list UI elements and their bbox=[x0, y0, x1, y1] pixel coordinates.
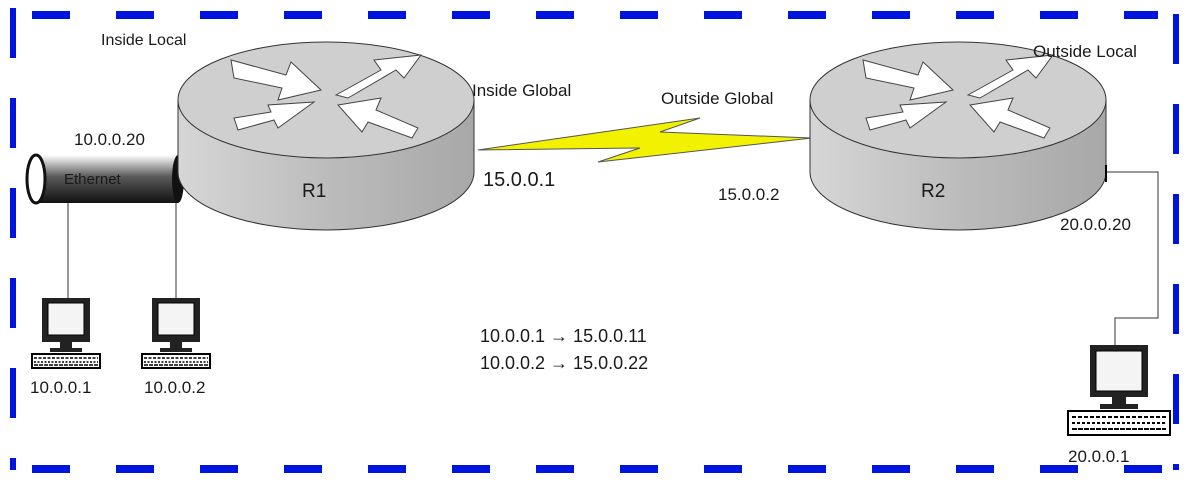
r1-serial-ip: 15.0.0.1 bbox=[483, 169, 555, 191]
pc-10-0-0-1[interactable] bbox=[31, 297, 101, 369]
pc1-ip-label: 10.0.0.1 bbox=[30, 378, 91, 397]
r2-serial-ip: 15.0.0.2 bbox=[718, 185, 779, 204]
computer-icon bbox=[141, 297, 211, 369]
ethernet-label: Ethernet bbox=[64, 171, 122, 188]
r2-label: R2 bbox=[921, 181, 945, 202]
pc-20-0-0-1[interactable] bbox=[1067, 345, 1171, 436]
router-r1[interactable]: R1 bbox=[177, 41, 475, 231]
r2-lan-ip: 20.0.0.20 bbox=[1060, 215, 1131, 234]
r1-label: R1 bbox=[302, 181, 326, 202]
ethernet-cable: Ethernet bbox=[25, 153, 184, 205]
r2-lan-line bbox=[1106, 171, 1159, 345]
nat-mapping-line: 10.0.0.1 → 15.0.0.11 bbox=[480, 326, 647, 346]
router-r2[interactable]: R2 bbox=[809, 41, 1107, 231]
outside-local-label: Outside Local bbox=[1033, 42, 1137, 61]
nat-mapping-line: 10.0.0.2 → 15.0.0.22 bbox=[480, 353, 648, 373]
inside-global-label: Inside Global bbox=[472, 81, 571, 100]
outside-global-label: Outside Global bbox=[661, 89, 773, 108]
dashed-frame bbox=[10, 8, 1179, 473]
computer-icon bbox=[31, 297, 101, 369]
r1-inside-ip: 10.0.0.20 bbox=[74, 130, 145, 149]
serial-link bbox=[477, 117, 813, 163]
pc3-ip-label: 20.0.0.1 bbox=[1068, 447, 1129, 466]
inside-local-label: Inside Local bbox=[101, 32, 186, 49]
pc-10-0-0-2[interactable] bbox=[141, 297, 211, 369]
pc2-ip-label: 10.0.0.2 bbox=[144, 378, 205, 397]
